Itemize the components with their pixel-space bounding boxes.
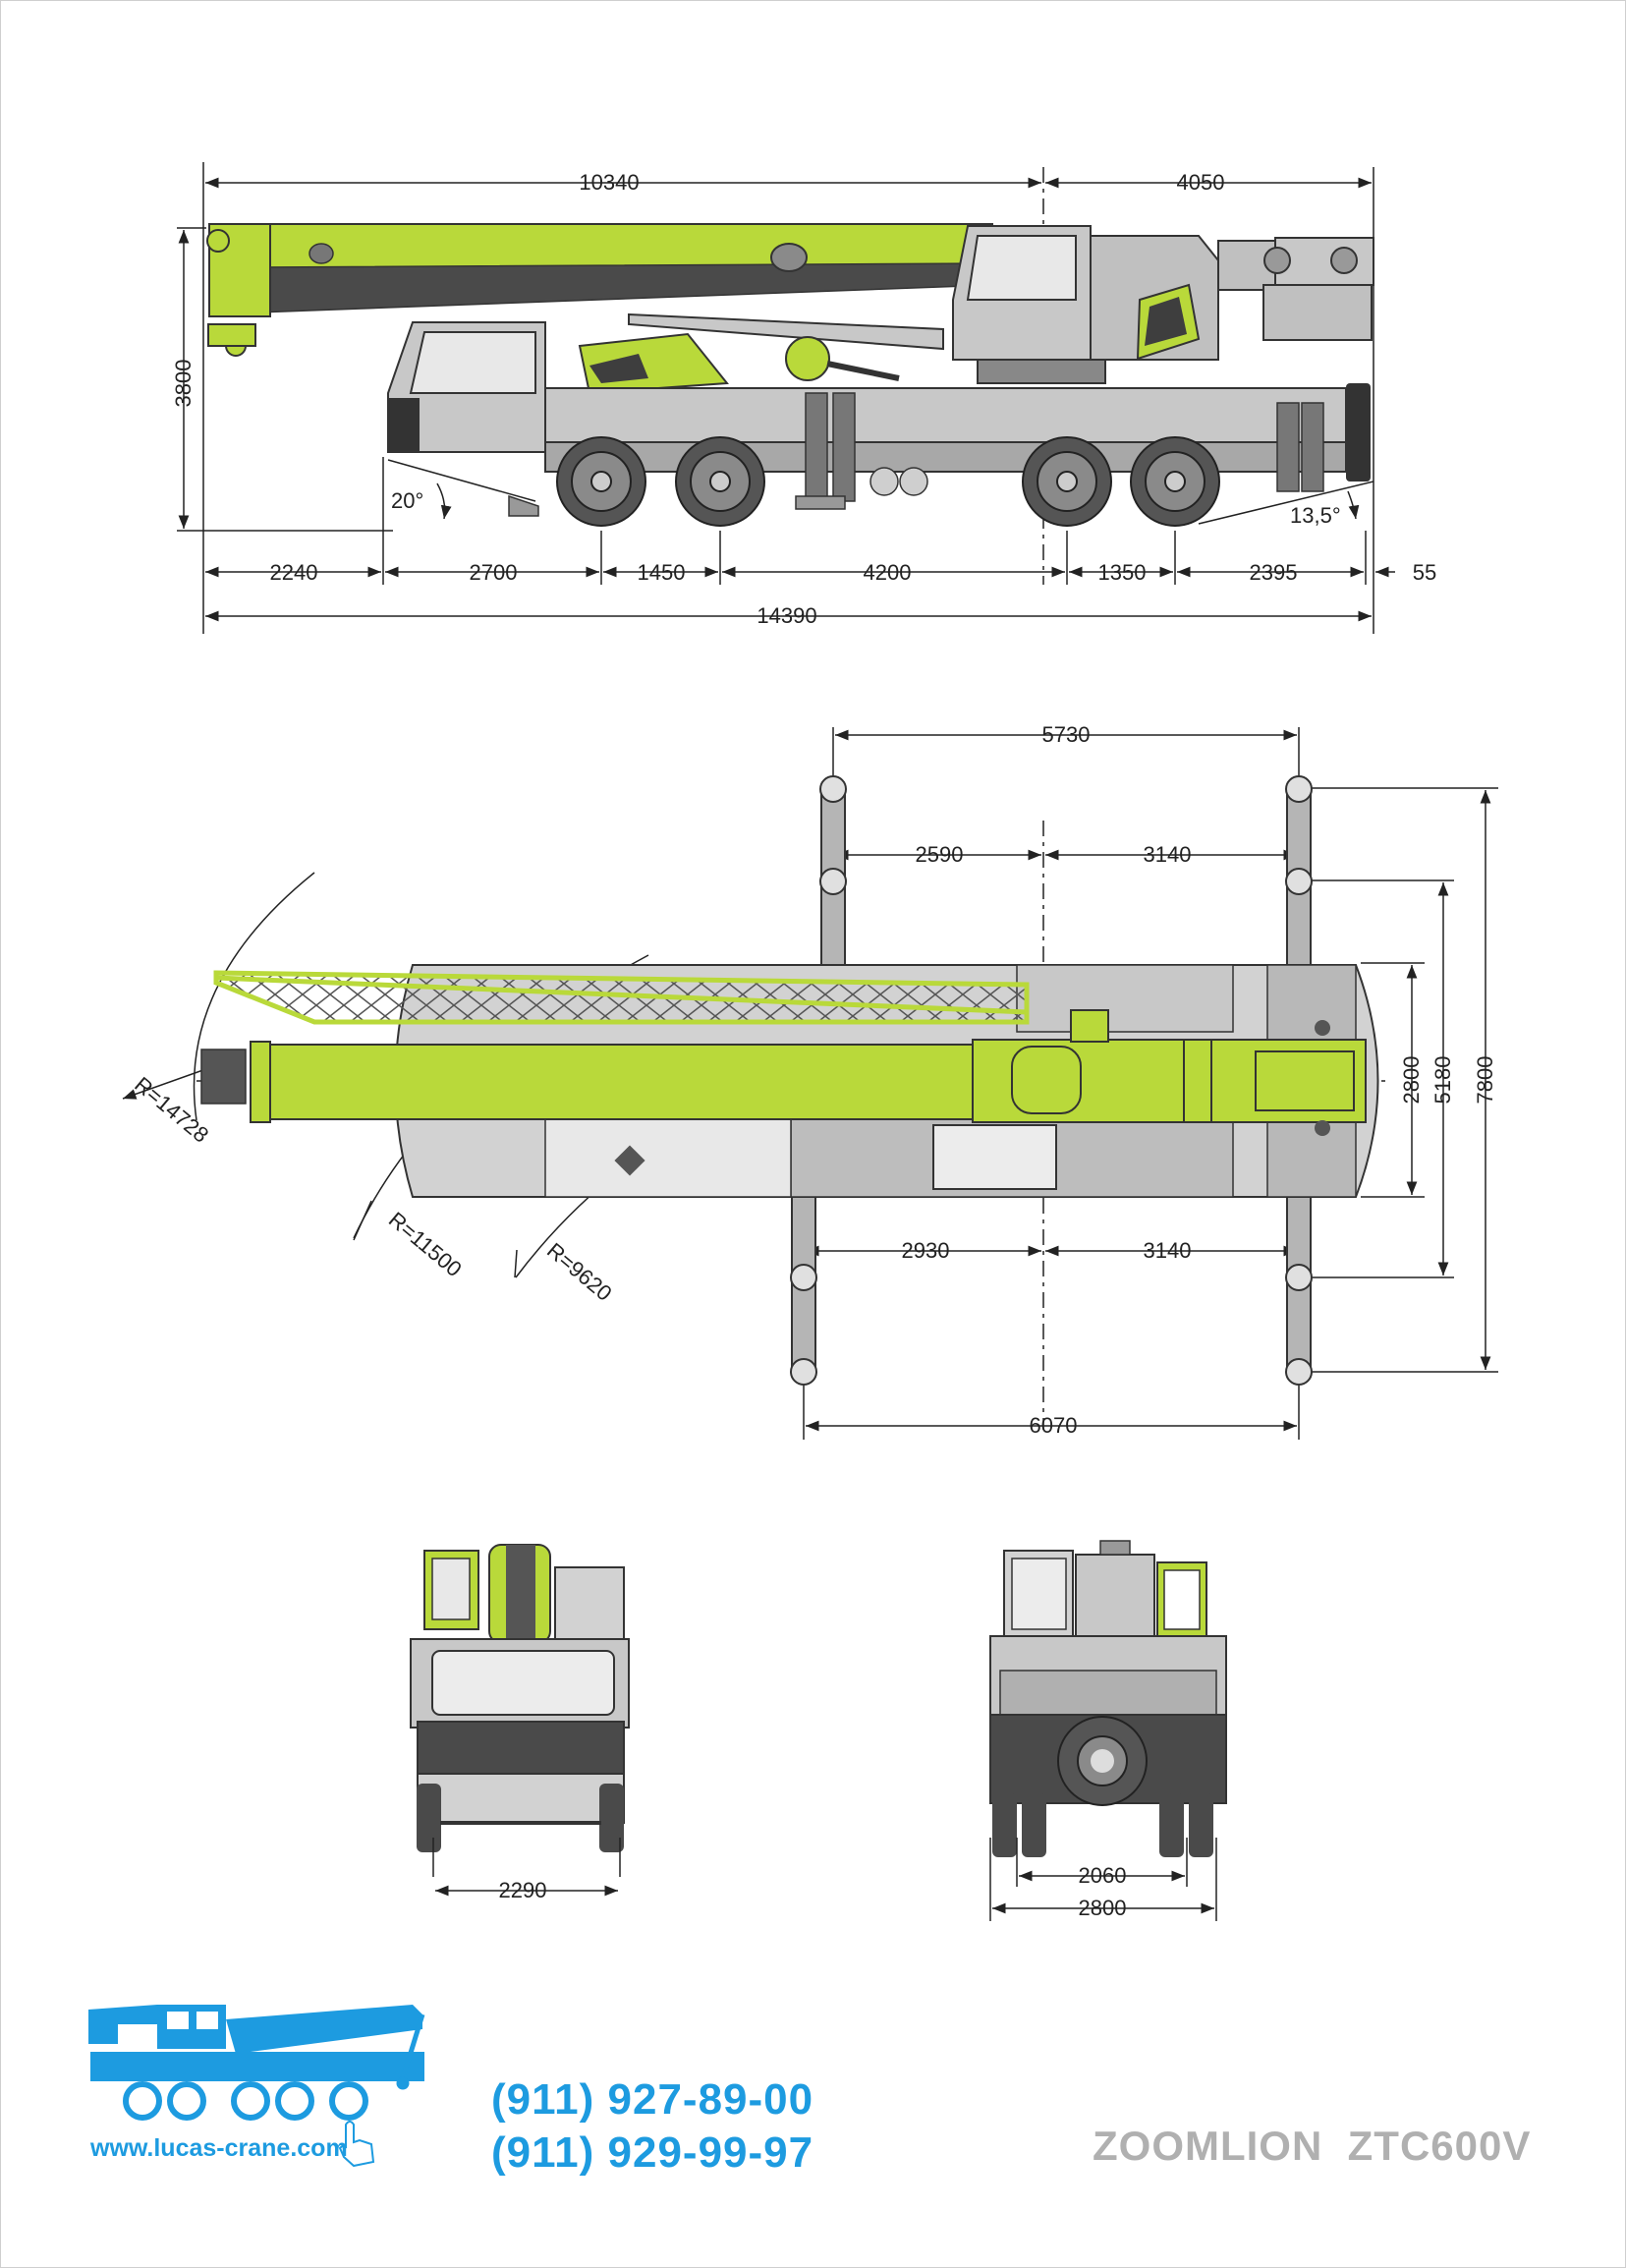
hand-pointer-icon bbox=[338, 2121, 375, 2168]
dim-axle-2: 1450 bbox=[638, 560, 686, 585]
phone-2[interactable]: (911) 929-99-97 bbox=[491, 2128, 814, 2177]
wheels bbox=[556, 436, 1220, 527]
dim-axle-1: 2700 bbox=[470, 560, 518, 585]
logo-crane-icon bbox=[88, 2005, 425, 2121]
rear-view bbox=[989, 1540, 1227, 1921]
dim-front-overhang: 2240 bbox=[270, 560, 318, 585]
dim-rear-extra: 55 bbox=[1413, 560, 1436, 585]
dim-rear-overhang: 2395 bbox=[1250, 560, 1298, 585]
side-view bbox=[177, 162, 1395, 634]
dim-lower-left: 2930 bbox=[902, 1238, 950, 1263]
dim-width-carrier: 2800 bbox=[1399, 1056, 1424, 1105]
dim-outrigger-front-span: 5730 bbox=[1042, 722, 1091, 747]
dim-width-mid: 5180 bbox=[1430, 1056, 1455, 1105]
radius-min: R=9620 bbox=[542, 1238, 617, 1306]
angle-rear: 13,5° bbox=[1290, 503, 1341, 528]
dim-upper-right: 3140 bbox=[1144, 842, 1192, 867]
top-view bbox=[122, 727, 1498, 1440]
dim-axle-3: 4200 bbox=[864, 560, 912, 585]
dim-outrigger-rear-span: 6070 bbox=[1030, 1413, 1078, 1438]
phone-1[interactable]: (911) 927-89-00 bbox=[491, 2075, 814, 2124]
dim-rear-width: 2800 bbox=[1079, 1896, 1127, 1920]
dim-rear-track: 2060 bbox=[1079, 1863, 1127, 1888]
dim-lower-right: 3140 bbox=[1144, 1238, 1192, 1263]
website-link[interactable]: www.lucas-crane.com bbox=[90, 2134, 348, 2162]
dim-boom-length: 10340 bbox=[579, 170, 639, 195]
angle-front: 20° bbox=[391, 488, 423, 513]
dim-rear-length: 4050 bbox=[1177, 170, 1225, 195]
dim-upper-left: 2590 bbox=[916, 842, 964, 867]
dim-axle-4: 1350 bbox=[1098, 560, 1147, 585]
dim-total-length: 14390 bbox=[757, 603, 816, 628]
radius-mid: R=11500 bbox=[384, 1207, 467, 1281]
model-name: ZOOMLION ZTC600V bbox=[1093, 2123, 1532, 2169]
dim-height: 3800 bbox=[171, 360, 196, 408]
dim-front-width: 2290 bbox=[499, 1878, 547, 1902]
dim-width-full: 7800 bbox=[1473, 1056, 1497, 1105]
front-view bbox=[410, 1544, 630, 1897]
